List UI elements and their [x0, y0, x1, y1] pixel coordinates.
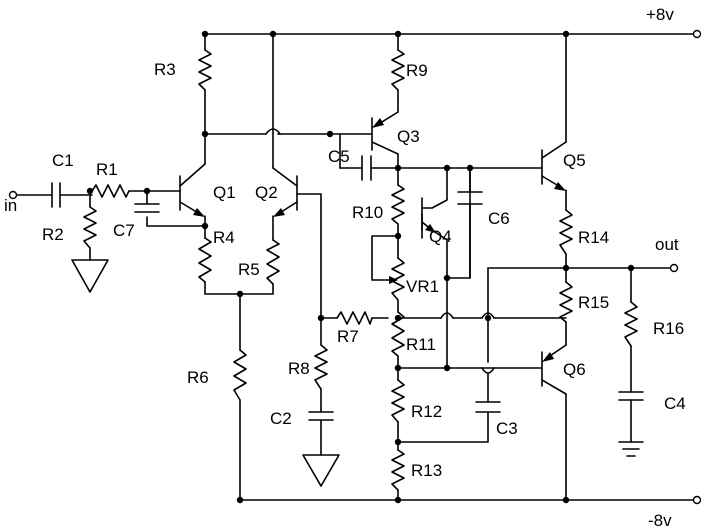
label-c2: C2	[270, 409, 292, 428]
resistor-r8	[314, 344, 328, 390]
potentiometer-vr1	[391, 257, 405, 301]
terminals	[8, 29, 702, 505]
label-r3: R3	[154, 60, 176, 79]
ground-c4	[618, 441, 644, 457]
resistor-r11	[391, 311, 405, 357]
wire-crossovers	[265, 128, 495, 374]
label-r9: R9	[406, 61, 428, 80]
transistors	[179, 111, 567, 395]
transistor-q5	[541, 141, 567, 191]
label-r16: R16	[653, 319, 684, 338]
label-r2: R2	[42, 225, 64, 244]
input-terminal	[8, 190, 18, 200]
label-q5: Q5	[563, 151, 586, 170]
capacitors	[51, 155, 644, 421]
capacitor-c3	[475, 401, 501, 413]
capacitor-c7	[134, 203, 160, 213]
resistor-r16	[624, 301, 638, 347]
labels: +8v -8v in out C1 R1 R2 C7 R3 Q1 Q2 R4 R…	[4, 5, 686, 530]
label-r5: R5	[238, 260, 260, 279]
label-q4: Q4	[429, 227, 452, 246]
output-terminal	[669, 263, 679, 273]
label-r7: R7	[337, 327, 359, 346]
label-q6: Q6	[563, 360, 586, 379]
resistor-r4	[198, 237, 212, 283]
resistor-r15	[559, 281, 573, 323]
label-c7: C7	[113, 221, 135, 240]
label-r10: R10	[352, 203, 383, 222]
junction-dots	[86, 30, 635, 504]
output-label: out	[655, 235, 679, 254]
resistor-r2	[83, 206, 97, 249]
resistor-r9	[391, 49, 405, 91]
negative-supply-terminal	[692, 495, 702, 505]
capacitor-c2	[308, 411, 334, 421]
label-r6: R6	[187, 368, 209, 387]
negative-supply-label: -8v	[648, 511, 672, 530]
transistor-q6	[541, 344, 567, 395]
resistor-r7	[336, 311, 373, 325]
resistor-r3	[198, 49, 212, 91]
ground-r2	[71, 259, 109, 293]
label-r4: R4	[213, 228, 235, 247]
positive-supply-label: +8v	[646, 5, 674, 24]
input-label: in	[4, 196, 17, 215]
label-r12: R12	[411, 402, 442, 421]
capacitor-c4	[618, 391, 644, 401]
label-r15: R15	[578, 293, 609, 312]
transistor-q2	[272, 167, 298, 217]
label-c6: C6	[488, 209, 510, 228]
label-q2: Q2	[255, 183, 278, 202]
transistor-q3	[371, 111, 399, 155]
label-c1: C1	[52, 151, 74, 170]
label-vr1: VR1	[406, 277, 439, 296]
label-q1: Q1	[213, 183, 236, 202]
transistor-q1	[179, 163, 206, 217]
resistor-r12	[391, 379, 405, 423]
positive-supply-terminal	[692, 29, 702, 39]
resistors	[83, 49, 638, 491]
resistor-r6	[233, 349, 247, 401]
ground-c2	[302, 454, 340, 487]
label-r13: R13	[411, 461, 442, 480]
resistor-r10	[391, 184, 405, 225]
label-c3: C3	[496, 419, 518, 438]
capacitor-c1	[51, 182, 61, 208]
label-c5: C5	[328, 147, 350, 166]
label-r8: R8	[288, 359, 310, 378]
resistor-r1	[91, 184, 130, 198]
wires	[15, 33, 695, 501]
transistor-q4	[421, 197, 436, 233]
resistor-r5	[266, 239, 280, 285]
grounds	[71, 259, 644, 487]
label-r1: R1	[96, 160, 118, 179]
label-r11: R11	[406, 335, 436, 354]
label-q3: Q3	[397, 127, 420, 146]
capacitor-c6	[457, 191, 483, 205]
resistor-r13	[391, 449, 405, 491]
label-r14: R14	[578, 228, 609, 247]
label-c4: C4	[664, 394, 686, 413]
resistor-r14	[559, 209, 573, 255]
capacitor-c5	[361, 155, 372, 181]
